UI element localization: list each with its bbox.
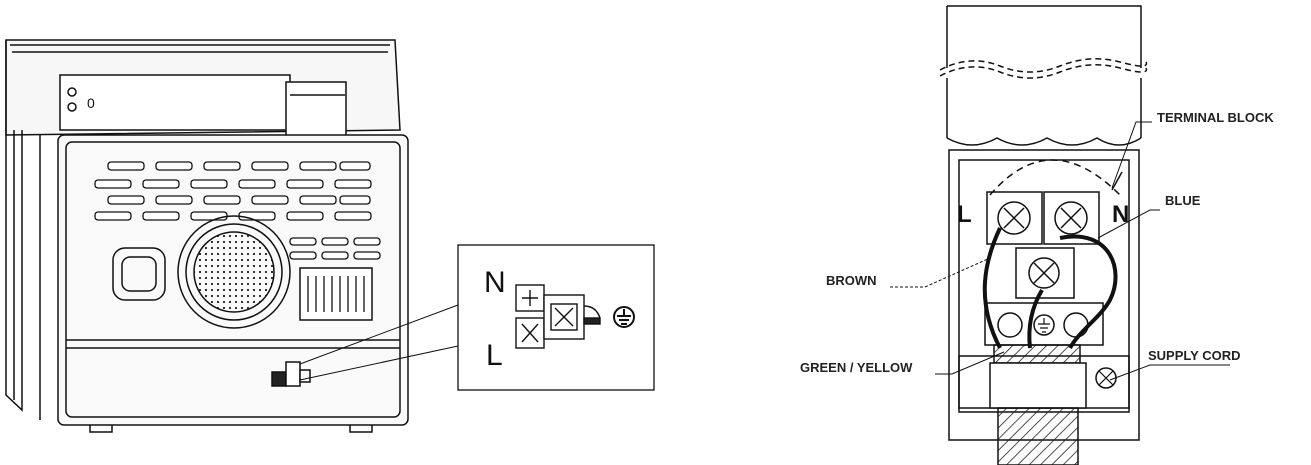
label-supply-cord: SUPPLY CORD [1148, 348, 1240, 363]
terminal-inset: N L [457, 244, 655, 391]
inset-leader-lines [299, 304, 459, 381]
callout-leaders [890, 121, 1230, 381]
inset-label-l: L [486, 339, 503, 372]
earth-ground-icon [613, 306, 635, 328]
inset-label-n: N [484, 266, 506, 299]
terminal-block-illustration [939, 5, 1148, 465]
svg-text:0: 0 [87, 95, 95, 111]
oven-rear-illustration: 0 [5, 39, 409, 433]
terminal-l-label: L [957, 201, 972, 228]
terminal-n-label: N [1112, 201, 1129, 228]
label-blue: BLUE [1165, 193, 1201, 208]
label-terminal-block: TERMINAL BLOCK [1157, 110, 1274, 125]
label-green-yellow: GREEN / YELLOW [800, 360, 913, 375]
label-brown: BROWN [826, 273, 877, 288]
